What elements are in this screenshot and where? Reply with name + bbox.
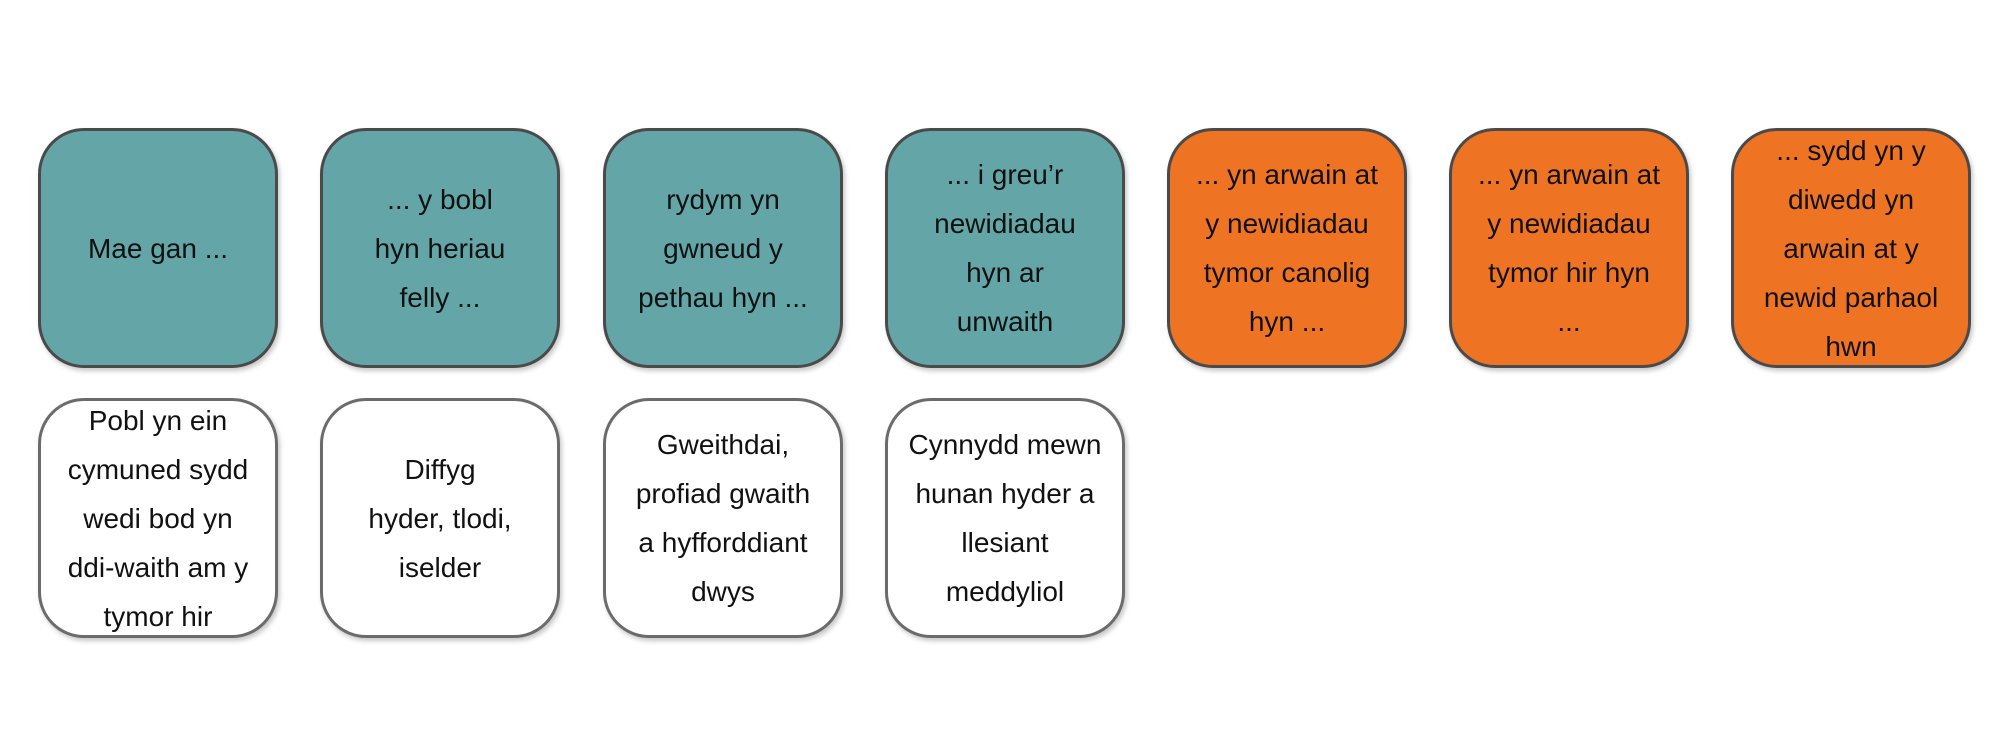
answer-text: Pobl yn ein cymuned sydd wedi bod yn ddi… <box>67 404 249 632</box>
statement-box-lasting-change: ... sydd yn y diwedd yn arwain at y newi… <box>1731 128 1971 368</box>
answer-box-activities: Gweithdai, profiad gwaith a hyfforddiant… <box>603 398 843 638</box>
statement-box-have: Mae gan ... <box>38 128 278 368</box>
answer-text: Cynnydd mewn hunan hyder a llesiant medd… <box>908 429 1102 607</box>
answer-text: Diffyg hyder, tlodi, iselder <box>368 453 512 583</box>
statement-text: ... yn arwain at y newidiadau tymor hir … <box>1477 159 1661 337</box>
statement-box-activities: rydym yn gwneud y pethau hyn ... <box>603 128 843 368</box>
statement-text: Mae gan ... <box>87 232 229 264</box>
answer-box-challenges: Diffyg hyder, tlodi, iselder <box>320 398 560 638</box>
answer-box-people: Pobl yn ein cymuned sydd wedi bod yn ddi… <box>38 398 278 638</box>
answer-text: Gweithdai, profiad gwaith a hyfforddiant… <box>635 429 811 607</box>
answer-box-immediate-changes: Cynnydd mewn hunan hyder a llesiant medd… <box>885 398 1125 638</box>
statement-box-challenges: ... y bobl hyn heriau felly ... <box>320 128 560 368</box>
statement-text: ... sydd yn y diwedd yn arwain at y newi… <box>1763 134 1939 362</box>
statement-text: ... y bobl hyn heriau felly ... <box>374 183 506 313</box>
statement-text: ... i greu’r newidiadau hyn ar unwaith <box>934 159 1076 337</box>
statement-text: ... yn arwain at y newidiadau tymor cano… <box>1195 159 1379 337</box>
statement-box-medium-term: ... yn arwain at y newidiadau tymor cano… <box>1167 128 1407 368</box>
statement-box-long-term: ... yn arwain at y newidiadau tymor hir … <box>1449 128 1689 368</box>
statement-text: rydym yn gwneud y pethau hyn ... <box>638 183 808 313</box>
statement-box-immediate-changes: ... i greu’r newidiadau hyn ar unwaith <box>885 128 1125 368</box>
